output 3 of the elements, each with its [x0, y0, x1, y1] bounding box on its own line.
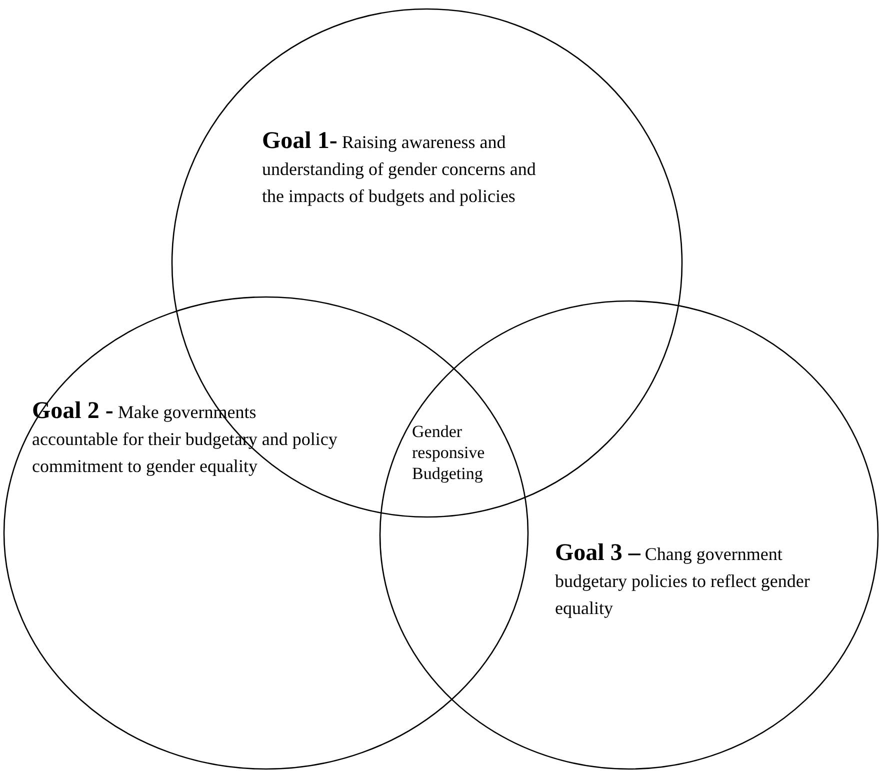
- goal-text: Goal 1- Raising awareness and understanding of gender concerns and the impacts of budgets and policies: [262, 128, 537, 208]
- center-label: Gender responsive Budgeting: [412, 421, 486, 484]
- goal-text: Goal 3 – Chang government budgetary policies to reflect gender equality: [555, 540, 811, 620]
